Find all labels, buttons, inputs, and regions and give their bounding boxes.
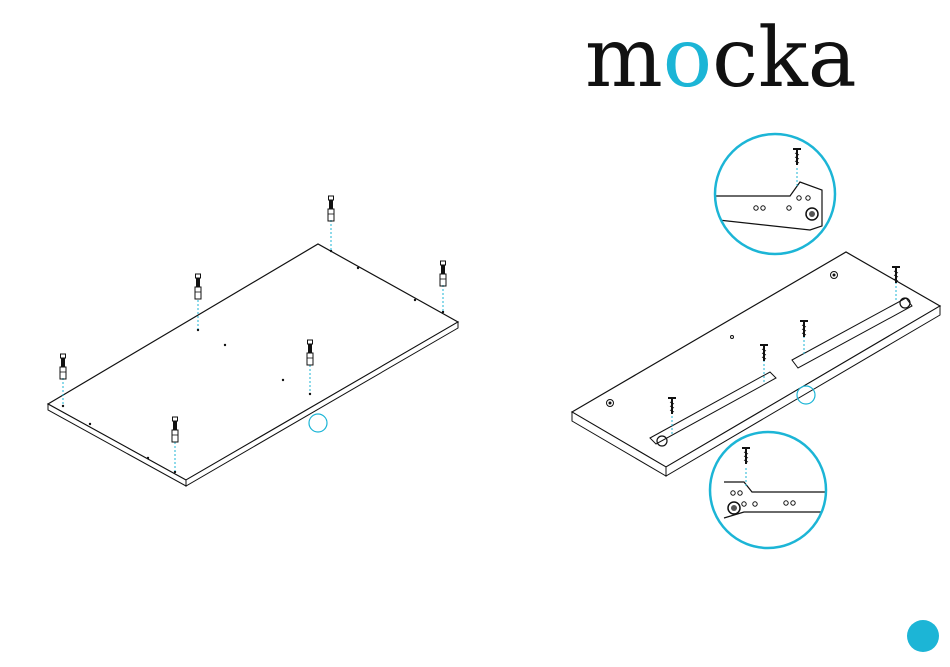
detail-bottom — [710, 432, 840, 548]
page-number-badge — [907, 620, 939, 652]
right-panel-drawing — [572, 252, 940, 476]
step-marker-left — [309, 414, 327, 432]
left-panel-drawing — [48, 196, 458, 486]
detail-top — [700, 134, 835, 254]
